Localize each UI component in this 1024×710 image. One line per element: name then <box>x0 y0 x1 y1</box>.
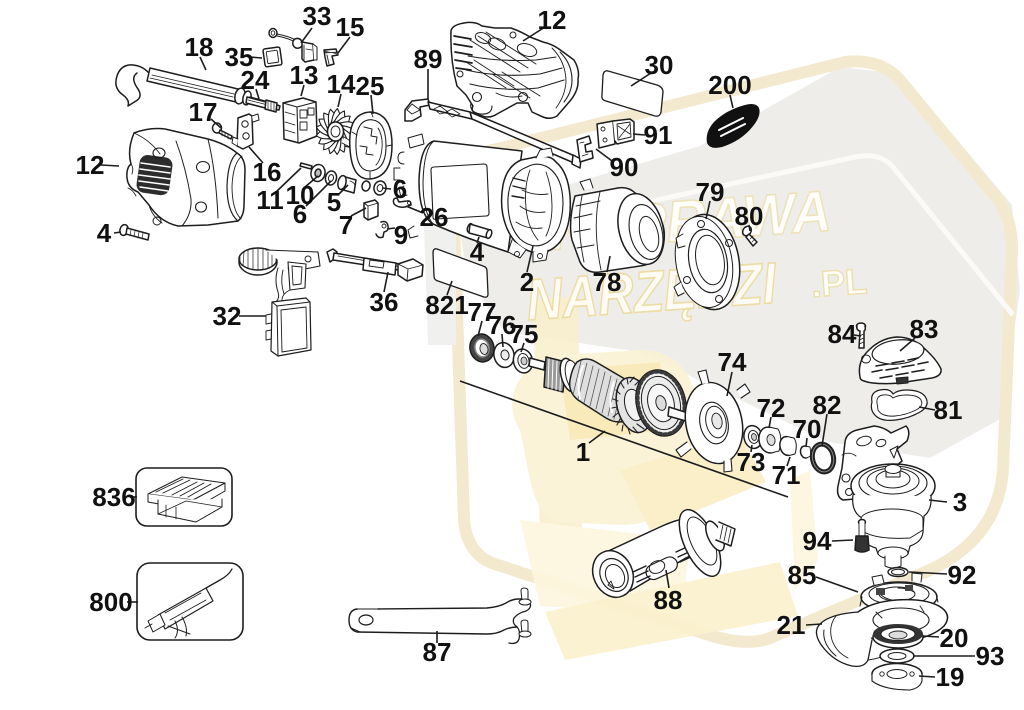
svg-text:12: 12 <box>538 5 567 35</box>
svg-text:24: 24 <box>241 65 270 95</box>
svg-text:6: 6 <box>293 199 307 229</box>
svg-text:91: 91 <box>644 120 673 150</box>
svg-text:836: 836 <box>92 482 135 512</box>
svg-text:18: 18 <box>185 32 214 62</box>
svg-text:75: 75 <box>510 319 539 349</box>
svg-text:93: 93 <box>976 641 1005 671</box>
svg-text:88: 88 <box>654 585 683 615</box>
svg-text:21: 21 <box>777 610 806 640</box>
svg-text:4: 4 <box>470 237 485 267</box>
svg-text:200: 200 <box>708 70 751 100</box>
svg-text:19: 19 <box>936 662 965 692</box>
svg-text:83: 83 <box>910 314 939 344</box>
svg-text:2: 2 <box>520 267 534 297</box>
svg-text:70: 70 <box>793 414 822 444</box>
svg-text:36: 36 <box>370 287 399 317</box>
svg-text:80: 80 <box>735 201 764 231</box>
svg-text:9: 9 <box>394 220 408 250</box>
svg-text:4: 4 <box>97 218 112 248</box>
svg-text:17: 17 <box>189 97 218 127</box>
svg-text:33: 33 <box>303 1 332 31</box>
svg-text:16: 16 <box>253 157 282 187</box>
svg-text:.PL: .PL <box>810 260 869 305</box>
svg-text:15: 15 <box>336 12 365 42</box>
svg-text:3: 3 <box>953 487 967 517</box>
svg-text:79: 79 <box>696 177 725 207</box>
svg-text:20: 20 <box>940 623 969 653</box>
svg-text:94: 94 <box>803 526 832 556</box>
svg-text:77: 77 <box>468 297 497 327</box>
svg-text:1: 1 <box>576 437 590 467</box>
svg-text:11: 11 <box>256 185 284 215</box>
svg-text:72: 72 <box>757 393 786 423</box>
svg-text:25: 25 <box>356 71 385 101</box>
svg-text:78: 78 <box>593 267 622 297</box>
svg-text:76: 76 <box>488 310 517 340</box>
svg-text:10: 10 <box>286 180 315 210</box>
svg-text:7: 7 <box>339 210 353 240</box>
svg-text:71: 71 <box>772 460 801 490</box>
svg-text:800: 800 <box>89 587 132 617</box>
svg-text:30: 30 <box>645 50 674 80</box>
svg-text:92: 92 <box>948 560 977 590</box>
svg-text:81: 81 <box>934 395 963 425</box>
svg-text:6: 6 <box>393 174 407 204</box>
svg-text:26: 26 <box>420 202 449 232</box>
svg-text:14: 14 <box>327 69 356 99</box>
svg-text:32: 32 <box>213 301 242 331</box>
svg-text:12: 12 <box>76 150 105 180</box>
svg-text:5: 5 <box>327 187 341 217</box>
svg-text:82: 82 <box>813 390 842 420</box>
svg-text:84: 84 <box>828 319 857 349</box>
svg-text:13: 13 <box>290 60 319 90</box>
svg-text:89: 89 <box>414 44 443 74</box>
svg-text:87: 87 <box>423 637 452 667</box>
svg-text:90: 90 <box>610 152 639 182</box>
svg-text:74: 74 <box>718 347 747 377</box>
svg-text:73: 73 <box>737 447 766 477</box>
svg-text:85: 85 <box>788 560 817 590</box>
svg-text:821: 821 <box>425 290 468 320</box>
svg-text:35: 35 <box>225 42 254 72</box>
